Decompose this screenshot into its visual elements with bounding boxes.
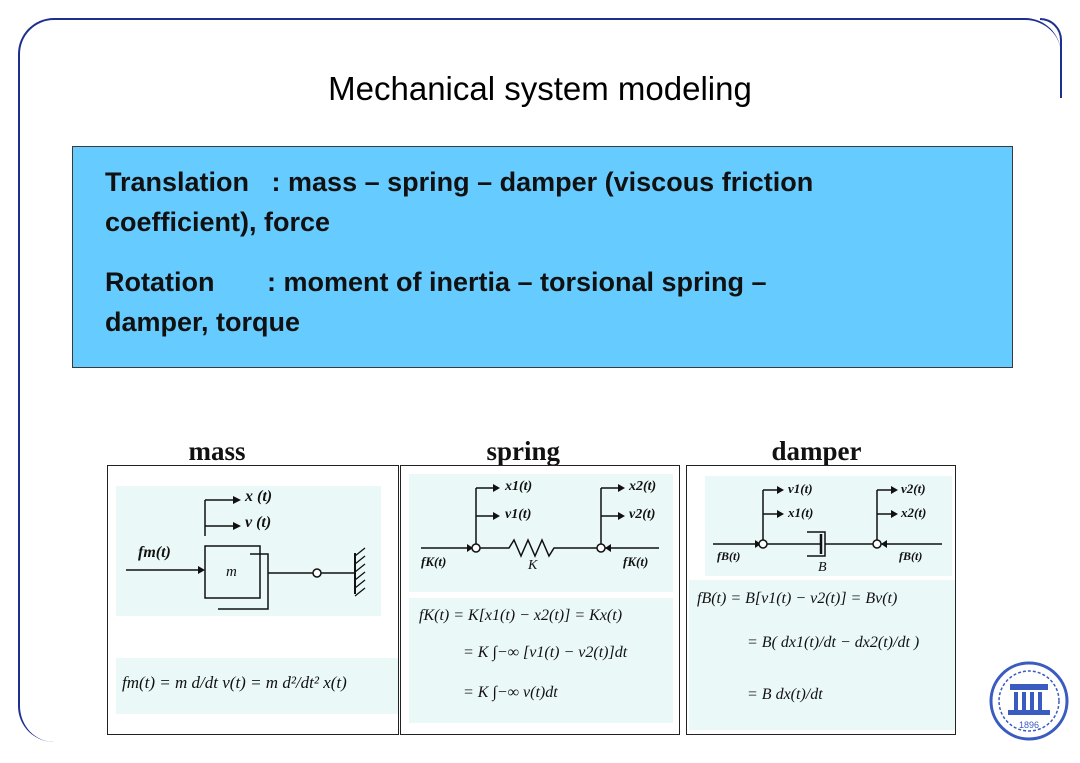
mass-equation-bg (116, 658, 398, 714)
mass-block-label: m (226, 564, 237, 580)
mass-diagram-bg (116, 486, 381, 616)
heading-mass-label: mass (188, 436, 246, 466)
damper-equation-1: fB(t) = B[v1(t) − v2(t)] = Bv(t) (697, 590, 898, 607)
heading-damper-label: damper (771, 436, 862, 466)
damper-v1-label: v1(t) (788, 481, 813, 496)
mass-diagram (126, 496, 366, 610)
damper-fb-right-label: fB(t) (899, 549, 923, 563)
spring-v2-label: v2(t) (629, 507, 656, 522)
mass-equation: fm(t) = m d/dt v(t) = m d²/dt² x(t) (122, 673, 347, 692)
heading-spring-label: spring (486, 436, 561, 466)
spring-equation-1: fK(t) = K[x1(t) − x2(t)] = Kx(t) (419, 607, 623, 624)
spring-x2-label: x2(t) (629, 479, 657, 494)
summary-box: Translation : mass – spring – damper (vi… (72, 146, 1013, 368)
slide-frame (18, 18, 1061, 742)
spring-equation-2: = K ∫−∞ [v1(t) − v2(t)]dt (463, 644, 628, 661)
spring-panel: x1(t) v1(t) x2(t) v2(t) fK(t) fK(t) K fK… (400, 465, 680, 735)
spring-fk-left-label: fK(t) (421, 554, 447, 569)
mass-force-label: fm(t) (138, 544, 171, 561)
university-seal-icon: 1896 (989, 661, 1069, 741)
rotation-line-2: damper, torque (105, 307, 301, 337)
damper-panel: v1(t) x1(t) v2(t) x2(t) fB(t) fB(t) B fB… (686, 465, 956, 735)
damper-v2-label: v2(t) (901, 481, 926, 496)
rotation-line-1: Rotation : moment of inertia – torsional… (105, 267, 767, 297)
damper-fb-left-label: fB(t) (717, 549, 741, 563)
spring-fk-right-label: fK(t) (623, 554, 649, 569)
spring-k-label: K (528, 558, 538, 573)
mass-x-label: x (t) (245, 488, 273, 505)
spring-diagram-bg (409, 474, 673, 592)
spring-equation-bg (409, 598, 673, 723)
spring-v1-label: v1(t) (505, 507, 532, 522)
mass-panel: x (t) v (t) fm(t) m fm(t) = m d/dt v(t) … (107, 465, 399, 735)
spring-diagram (421, 484, 659, 558)
damper-x2-label: x2(t) (901, 505, 927, 520)
damper-equation-2: = B( dx1(t)/dt − dx2(t)/dt ) (747, 634, 920, 651)
spring-equation-3: = K ∫−∞ v(t)dt (463, 684, 558, 701)
mass-v-label: v (t) (245, 514, 272, 531)
damper-b-label: B (818, 560, 827, 575)
seal-year: 1896 (1019, 720, 1039, 730)
damper-equation-bg (689, 580, 955, 730)
translation-line-1: Translation : mass – spring – damper (vi… (105, 167, 814, 197)
damper-x1-label: x1(t) (788, 505, 814, 520)
spring-x1-label: x1(t) (505, 479, 533, 494)
translation-line-2: coefficient), force (105, 207, 331, 237)
damper-equation-3: = B dx(t)/dt (747, 686, 823, 703)
slide-title: Mechanical system modeling (328, 70, 752, 107)
damper-diagram-bg (705, 476, 952, 576)
damper-diagram (713, 486, 942, 557)
